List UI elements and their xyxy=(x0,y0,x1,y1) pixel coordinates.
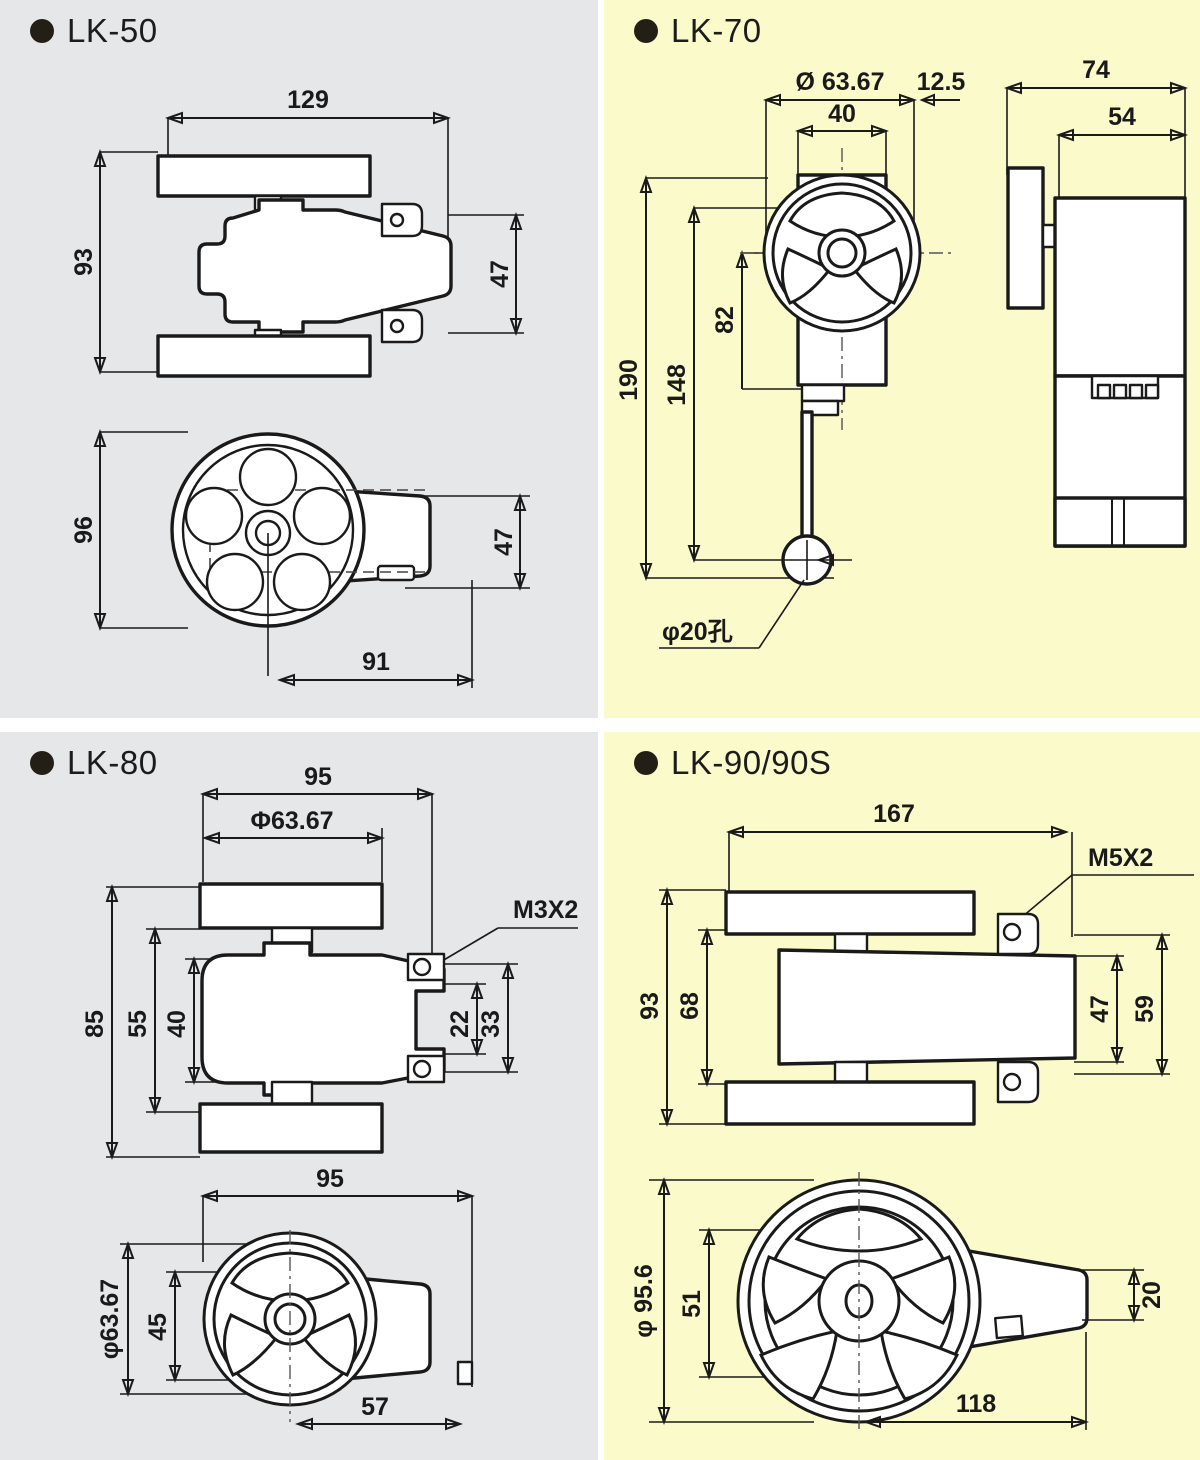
dim-33: 33 xyxy=(477,1010,505,1038)
panel-lk90-label: LK-90/90S xyxy=(671,744,832,781)
panel-lk80: LK-80 95 Φ63.67 85 xyxy=(0,732,598,1460)
dim-91: 91 xyxy=(362,648,390,676)
lk70-drawing: Ø 63.67 12.5 40 190 148 xyxy=(615,56,1188,649)
dim-59: 59 xyxy=(1131,995,1159,1023)
dim-118: 118 xyxy=(956,1390,996,1418)
panel-lk90-title: LK-90/90S xyxy=(634,746,831,779)
dim-54: 54 xyxy=(1108,103,1136,131)
panel-lk50-label: LK-50 xyxy=(67,12,158,49)
dim-148: 148 xyxy=(663,364,691,406)
dim-96: 96 xyxy=(70,516,98,544)
bullet-icon xyxy=(30,18,54,43)
bullet-icon xyxy=(30,750,54,775)
dim-47-side: 47 xyxy=(486,260,514,288)
dim-68: 68 xyxy=(676,992,704,1020)
dim-40-lk80: 40 xyxy=(163,1010,191,1038)
lk90-drawing: 167 M5X2 93 68 47 xyxy=(630,800,1194,1432)
panel-lk80-label: LK-80 xyxy=(67,744,158,781)
note-m5x2: M5X2 xyxy=(1088,844,1153,872)
dim-85: 85 xyxy=(81,1010,109,1038)
dim-47-front: 47 xyxy=(490,528,518,556)
dim-57: 57 xyxy=(361,1393,389,1421)
panel-lk80-title: LK-80 xyxy=(30,746,158,779)
dim-129: 129 xyxy=(287,86,329,114)
dim-93-lk90: 93 xyxy=(636,992,664,1020)
dim-82: 82 xyxy=(711,306,739,334)
dim-95-front: 95 xyxy=(316,1165,344,1193)
dim-63-67-front: φ63.67 xyxy=(96,1279,124,1359)
panel-lk50-title: LK-50 xyxy=(30,14,158,47)
dim-74: 74 xyxy=(1082,56,1110,84)
panel-lk70-label: LK-70 xyxy=(671,12,762,49)
dim-190: 190 xyxy=(615,359,643,401)
dim-20: 20 xyxy=(1138,1281,1166,1309)
dim-95-side: 95 xyxy=(304,763,332,791)
dim-63-67: Ø 63.67 xyxy=(796,68,885,96)
bullet-icon xyxy=(634,18,658,43)
dim-47-lk90: 47 xyxy=(1086,995,1114,1023)
panel-lk90: LK-90/90S 167 M5X2 93 xyxy=(604,732,1200,1460)
lk80-drawing: 95 Φ63.67 85 55 xyxy=(81,763,578,1431)
dim-167: 167 xyxy=(873,800,915,828)
dim-45: 45 xyxy=(144,1313,172,1341)
note-m3x2: M3X2 xyxy=(513,896,578,924)
bullet-icon xyxy=(634,750,658,775)
dim-93: 93 xyxy=(70,248,98,276)
dim-95-6: φ 95.6 xyxy=(630,1264,658,1338)
dim-55: 55 xyxy=(124,1010,152,1038)
dim-40: 40 xyxy=(828,100,856,128)
lk50-drawing: 129 93 47 xyxy=(70,86,530,688)
dim-12-5: 12.5 xyxy=(917,68,966,96)
dim-63-67-side: Φ63.67 xyxy=(250,807,333,835)
panel-lk50: LK-50 129 93 47 xyxy=(0,0,598,718)
panel-lk70: LK-70 Ø 63.67 12.5 40 xyxy=(604,0,1200,718)
dim-22: 22 xyxy=(446,1010,474,1038)
note-phi20-hole: φ20孔 xyxy=(662,618,733,646)
panel-lk70-title: LK-70 xyxy=(634,14,762,47)
dim-51: 51 xyxy=(678,1290,706,1318)
